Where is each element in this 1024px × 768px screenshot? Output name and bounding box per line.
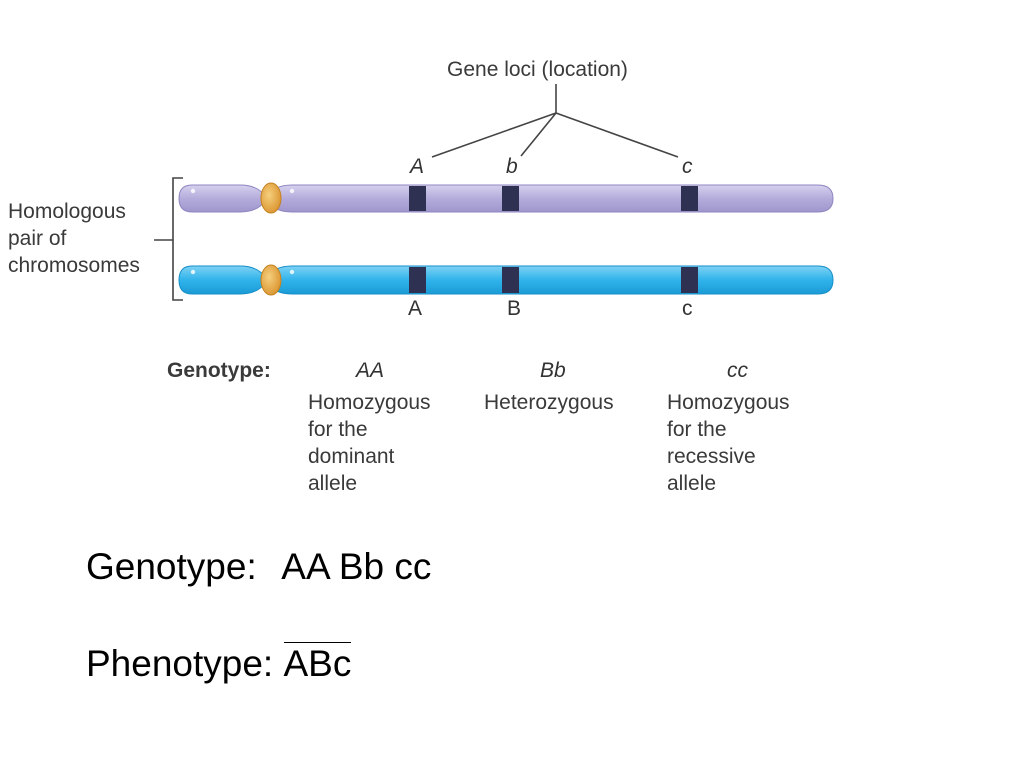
desc-line: for the — [667, 418, 727, 441]
locus-band-b-top — [502, 186, 519, 211]
summary-genotype-label: Genotype: — [86, 546, 257, 587]
allele-bottom-b: B — [507, 297, 522, 320]
homologous-label-line: chromosomes — [8, 254, 140, 277]
summary-phenotype-value: ABc — [283, 642, 352, 684]
summary-genotype-value: AA Bb cc — [281, 546, 432, 587]
genotype-code-bb: Bb — [540, 359, 566, 382]
desc-line: allele — [308, 472, 358, 495]
centromere-bottom — [260, 264, 282, 296]
gene-loci-pointer — [431, 84, 679, 158]
desc-line: Homozygous — [667, 391, 790, 414]
allele-bottom-a: A — [408, 297, 423, 320]
allele-bottom-c: c — [682, 297, 693, 320]
genotype-desc-cc: Homozygous for the recessive allele — [667, 389, 790, 497]
homologous-label-line: pair of — [8, 227, 67, 250]
summary-phenotype: Phenotype: ABc — [86, 642, 352, 685]
allele-top-b: b — [506, 155, 518, 178]
summary-genotype: Genotype: AA Bb cc — [86, 546, 431, 588]
desc-line: dominant — [308, 445, 395, 468]
gene-loci-label: Gene loci (location) — [447, 58, 628, 81]
genotype-desc-aa: Homozygous for the dominant allele — [308, 389, 431, 497]
chromosome-top — [178, 182, 834, 214]
homologous-label-line: Homologous — [8, 200, 126, 223]
genotype-desc-bb: Heterozygous — [484, 389, 614, 416]
homologous-bracket — [154, 177, 183, 301]
allele-top-a: A — [410, 155, 425, 178]
allele-top-c: c — [682, 155, 693, 178]
genotype-code-aa: AA — [356, 359, 385, 382]
desc-line: for the — [308, 418, 368, 441]
desc-line: Homozygous — [308, 391, 431, 414]
genotype-code-cc: cc — [727, 359, 748, 382]
locus-band-c-bottom — [681, 267, 698, 293]
desc-line: Heterozygous — [484, 391, 614, 414]
desc-line: recessive — [667, 445, 756, 468]
genotype-heading: Genotype: — [167, 359, 271, 382]
centromere-top — [260, 182, 282, 214]
summary-phenotype-label: Phenotype: — [86, 643, 274, 684]
homologous-label: Homologous pair of chromosomes — [8, 198, 140, 279]
locus-band-b-bottom — [502, 267, 519, 293]
chromosome-bottom — [178, 264, 834, 296]
locus-band-a-bottom — [409, 267, 426, 293]
locus-band-a-top — [409, 186, 426, 211]
desc-line: allele — [667, 472, 717, 495]
locus-band-c-top — [681, 186, 698, 211]
